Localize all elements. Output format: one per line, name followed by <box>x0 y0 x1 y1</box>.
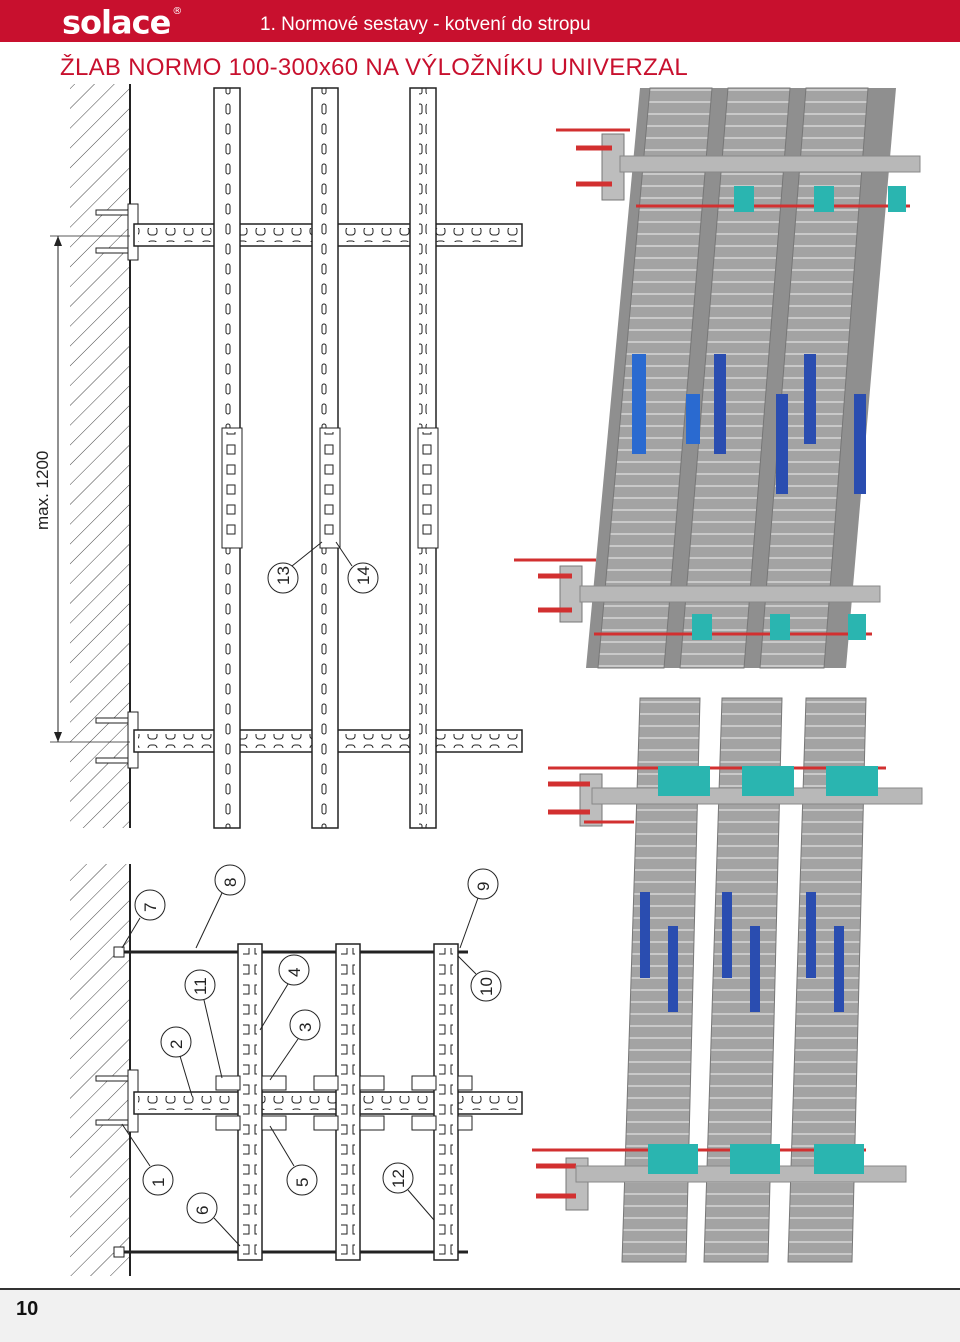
clamp-set <box>215 1075 473 1131</box>
callout-1: 1 <box>121 1123 174 1196</box>
tray-connector-3 <box>417 427 439 549</box>
callout-14: 14 <box>335 541 379 594</box>
callout-2: 2 <box>160 1026 193 1097</box>
solace-logo: solace® <box>62 2 182 42</box>
svg-text:4: 4 <box>285 968 304 977</box>
callout-9: 9 <box>459 868 499 949</box>
render-bottom <box>532 697 923 1263</box>
callout-13: 13 <box>267 541 323 594</box>
header-bar <box>0 0 960 42</box>
callout-6: 6 <box>186 1192 241 1247</box>
svg-text:5: 5 <box>293 1178 312 1187</box>
svg-text:14: 14 <box>354 566 373 585</box>
svg-text:11: 11 <box>191 977 210 995</box>
dimension-label: max. 1200 <box>33 451 52 530</box>
svg-text:6: 6 <box>193 1206 212 1215</box>
callout-8: 8 <box>195 864 246 949</box>
bottom-section-drawing: 7 8 9 11 4 10 2 <box>70 864 523 1276</box>
svg-text:2: 2 <box>167 1040 186 1049</box>
svg-text:13: 13 <box>274 566 293 585</box>
registered-mark: ® <box>172 6 182 17</box>
footer <box>0 1288 960 1342</box>
callout-11: 11 <box>184 969 223 1079</box>
ceiling-hatch-top <box>70 84 130 828</box>
tray-section-2 <box>335 943 361 1261</box>
tray-section-1 <box>237 943 263 1261</box>
svg-text:10: 10 <box>477 977 496 996</box>
anchor-bolt-section <box>95 1069 139 1133</box>
page-number: 10 <box>16 1298 39 1320</box>
callout-7: 7 <box>121 889 166 949</box>
callout-5: 5 <box>269 1125 318 1196</box>
render-top <box>514 87 921 669</box>
svg-text:8: 8 <box>221 878 240 887</box>
dimension-line <box>50 235 130 743</box>
svg-text:3: 3 <box>296 1023 315 1032</box>
top-elevation-drawing: max. 1200 13 14 <box>33 84 523 829</box>
page-title: ŽLAB NORMO 100-300x60 NA VÝLOŽNÍKU UNIVE… <box>60 54 689 81</box>
tray-connector-2 <box>319 427 341 549</box>
tray-connector-1 <box>221 427 243 549</box>
svg-text:1: 1 <box>149 1178 168 1187</box>
svg-text:12: 12 <box>389 1169 408 1188</box>
callout-12: 12 <box>382 1162 435 1221</box>
bracket-section <box>133 1091 523 1115</box>
svg-text:7: 7 <box>141 903 160 912</box>
svg-text:9: 9 <box>474 882 493 891</box>
callout-10: 10 <box>457 955 502 1002</box>
tray-section-3 <box>433 943 459 1261</box>
logo-text: solace <box>62 3 171 42</box>
section-title: 1. Normové sestavy - kotvení do stropu <box>260 14 591 35</box>
callout-4: 4 <box>259 954 310 1031</box>
callout-3: 3 <box>269 1009 321 1081</box>
ceiling-hatch-bottom <box>70 864 130 1276</box>
